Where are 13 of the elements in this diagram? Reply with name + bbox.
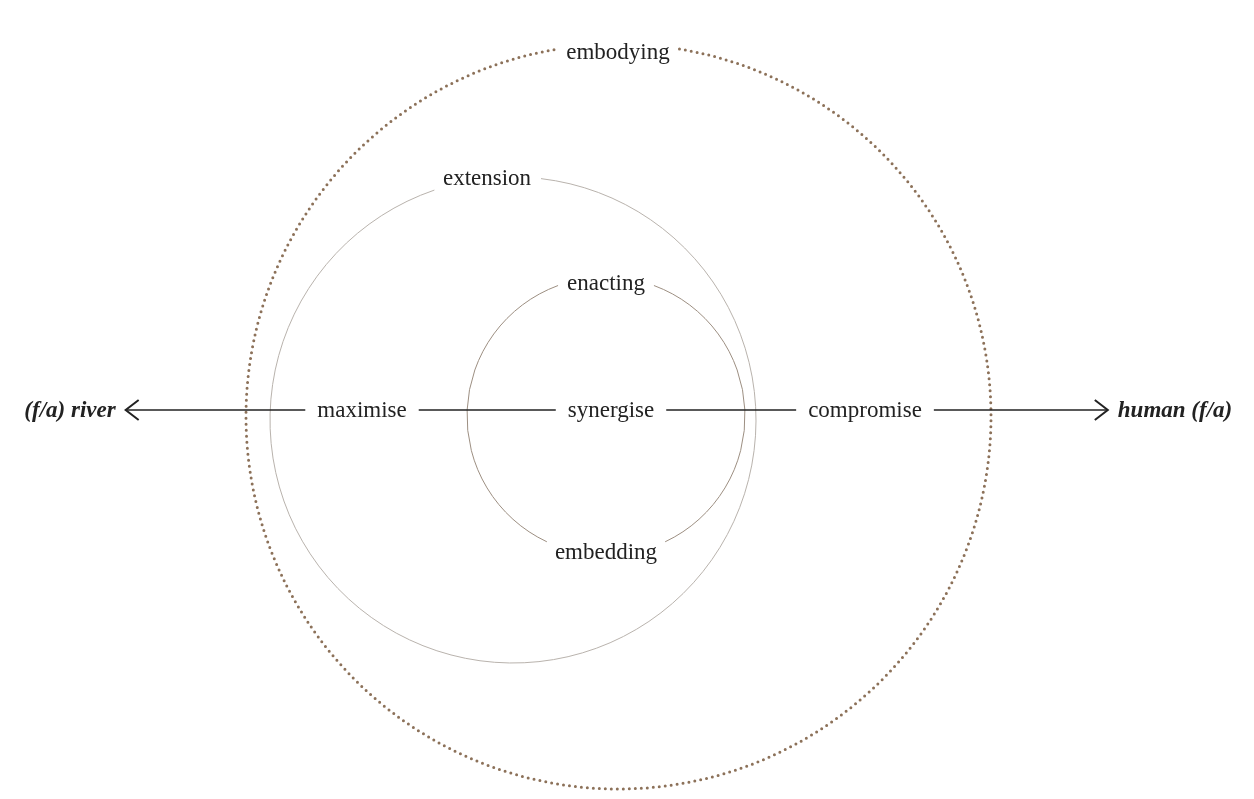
term-label: compromise bbox=[806, 396, 924, 424]
term-label: maximise bbox=[315, 396, 409, 424]
pole-label: (f/a) river bbox=[24, 396, 116, 424]
term-label: synergise bbox=[565, 396, 657, 424]
ring-label: embedding bbox=[553, 538, 659, 566]
connector-line bbox=[665, 409, 797, 411]
ring-label: embodying bbox=[565, 38, 671, 66]
pole-label: human (f/a) bbox=[1117, 396, 1233, 424]
arrow bbox=[933, 399, 1109, 421]
connector-line bbox=[417, 409, 557, 411]
ring-label: extension bbox=[441, 164, 533, 192]
arrow bbox=[124, 399, 307, 421]
ring-label: enacting bbox=[566, 269, 646, 297]
